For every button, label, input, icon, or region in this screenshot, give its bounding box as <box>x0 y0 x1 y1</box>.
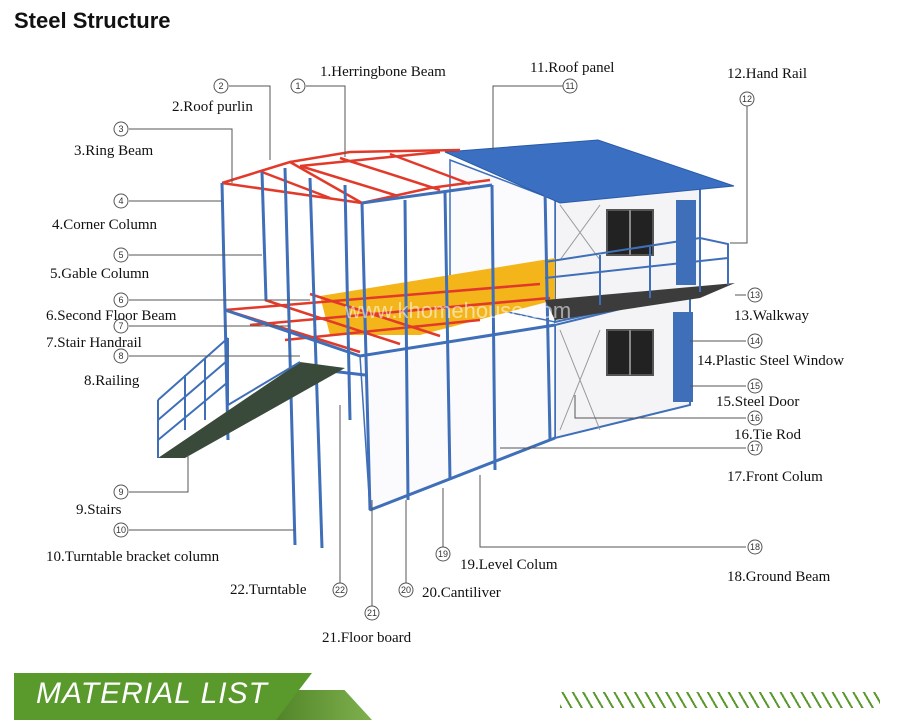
callout-marker: 21 <box>364 605 380 621</box>
callout-marker: 9 <box>113 484 129 500</box>
callout-marker: 6 <box>113 292 129 308</box>
svg-text:1: 1 <box>295 81 300 91</box>
callout-marker: 15 <box>747 378 763 394</box>
callout-label: 10.Turntable bracket column <box>46 549 220 565</box>
roof-trusses <box>221 148 491 205</box>
callout-marker: 8 <box>113 348 129 364</box>
stair-handrail <box>157 337 301 458</box>
callout-markers: 1 2 3 4 5 6 7 8 9 10 11 12 13 14 15 16 1… <box>113 78 763 621</box>
svg-text:12: 12 <box>742 94 752 104</box>
callout-marker: 19 <box>435 546 451 562</box>
callout-label: 1.Herringbone Beam <box>320 64 446 80</box>
walkway <box>545 283 735 320</box>
callout-marker: 22 <box>332 582 348 598</box>
callout-marker: 12 <box>739 91 755 107</box>
callout-label: 18.Ground Beam <box>727 569 831 585</box>
watermark: www.khomehouse.com <box>344 298 571 323</box>
steel-door <box>673 312 693 402</box>
svg-text:10: 10 <box>116 525 126 535</box>
callout-labels: 1.Herringbone Beam 2.Roof purlin 3.Ring … <box>46 60 844 646</box>
callout-marker: 4 <box>113 193 129 209</box>
svg-text:7: 7 <box>118 321 123 331</box>
svg-text:21: 21 <box>367 608 377 618</box>
callout-marker: 5 <box>113 247 129 263</box>
svg-text:15: 15 <box>750 381 760 391</box>
callout-label: 13.Walkway <box>734 308 810 324</box>
callout-label: 17.Front Colum <box>727 469 823 485</box>
callout-label: 3.Ring Beam <box>74 143 153 159</box>
decorative-hatch <box>560 692 880 708</box>
callout-marker: 10 <box>113 522 129 538</box>
callout-marker: 18 <box>747 539 763 555</box>
callout-label: 11.Roof panel <box>530 60 614 76</box>
callout-marker: 16 <box>747 410 763 426</box>
svg-text:18: 18 <box>750 542 760 552</box>
callout-marker: 20 <box>398 582 414 598</box>
callout-marker: 2 <box>213 78 229 94</box>
svg-text:22: 22 <box>335 585 345 595</box>
leader-lines <box>129 85 748 613</box>
svg-text:8: 8 <box>118 351 123 361</box>
roof-panel <box>444 139 735 204</box>
svg-text:11: 11 <box>565 81 574 91</box>
callout-label: 21.Floor board <box>322 630 412 646</box>
svg-text:9: 9 <box>118 487 123 497</box>
svg-text:20: 20 <box>401 585 411 595</box>
callout-label: 4.Corner Column <box>52 217 157 233</box>
material-list-heading: MATERIAL LIST <box>36 677 268 710</box>
svg-text:5: 5 <box>118 250 123 260</box>
callout-marker: 1 <box>290 78 306 94</box>
callout-label: 16.Tie Rod <box>734 427 801 443</box>
callout-label: 9.Stairs <box>76 502 122 518</box>
building-illustration: www.khomehouse.com <box>157 139 735 549</box>
svg-text:4: 4 <box>118 196 123 206</box>
callout-marker: 13 <box>747 287 763 303</box>
upper-door <box>676 200 696 285</box>
svg-text:3: 3 <box>118 124 123 134</box>
callout-marker: 14 <box>747 333 763 349</box>
callout-marker: 7 <box>113 318 129 334</box>
banner-tip <box>276 673 312 720</box>
callout-marker: 17 <box>747 440 763 456</box>
callout-label: 7.Stair Handrail <box>46 335 142 351</box>
callout-marker: 11 <box>562 78 578 94</box>
callout-label: 12.Hand Rail <box>727 66 807 82</box>
callout-label: 20.Cantiliver <box>422 585 501 601</box>
svg-text:17: 17 <box>750 443 760 453</box>
callout-label: 19.Level Colum <box>460 557 558 573</box>
material-list-banner <box>14 673 276 720</box>
callout-label: 22.Turntable <box>230 582 307 598</box>
callout-label: 15.Steel Door <box>716 394 799 410</box>
svg-text:14: 14 <box>750 336 760 346</box>
callout-label: 8.Railing <box>84 373 140 389</box>
svg-text:19: 19 <box>438 549 448 559</box>
hand-rail <box>544 236 729 305</box>
callout-label: 14.Plastic Steel Window <box>697 353 844 369</box>
callout-label: 6.Second Floor Beam <box>46 308 177 324</box>
svg-text:16: 16 <box>750 413 760 423</box>
svg-text:6: 6 <box>118 295 123 305</box>
stairs <box>158 362 345 458</box>
callout-label: 2.Roof purlin <box>172 99 253 115</box>
callout-label: 5.Gable Column <box>50 266 150 282</box>
diagram-title: Steel Structure <box>14 8 171 33</box>
svg-text:2: 2 <box>218 81 223 91</box>
callout-marker: 3 <box>113 121 129 137</box>
svg-text:13: 13 <box>750 290 760 300</box>
